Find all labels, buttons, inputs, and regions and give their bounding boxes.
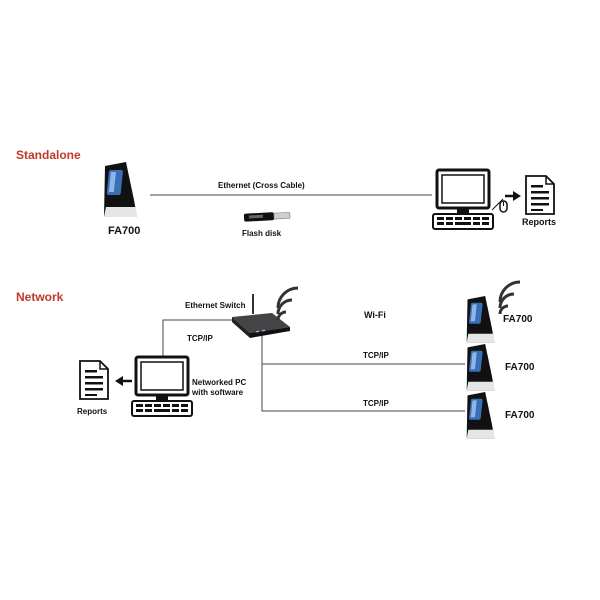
network-reports-label: Reports bbox=[77, 407, 108, 416]
flash-disk-label: Flash disk bbox=[242, 229, 282, 238]
standalone-reports-label: Reports bbox=[522, 217, 556, 227]
fa700-device-icon bbox=[104, 162, 137, 217]
fa700-label-2: FA700 bbox=[505, 362, 535, 373]
arrow-left-icon bbox=[115, 376, 132, 386]
usb-flash-drive-icon bbox=[243, 212, 291, 222]
arrow-right-icon bbox=[505, 191, 521, 201]
networked-pc-label-line1: Networked PC bbox=[192, 378, 246, 387]
network-report-document-icon bbox=[79, 360, 109, 400]
standalone-device-label: FA700 bbox=[108, 225, 140, 237]
fa700-device-icon-3 bbox=[466, 392, 495, 439]
ethernet-switch-label: Ethernet Switch bbox=[185, 301, 246, 310]
computer-icon bbox=[431, 168, 495, 231]
fa700-device-icon-2 bbox=[466, 344, 495, 391]
device-wifi-icon bbox=[498, 280, 522, 316]
cross-cable-label: Ethernet (Cross Cable) bbox=[218, 181, 305, 190]
pc-link-label: TCP/IP bbox=[187, 334, 213, 343]
ethernet-switch-icon bbox=[232, 294, 290, 338]
fa700-label-3: FA700 bbox=[505, 410, 535, 421]
fa700-label-1: FA700 bbox=[503, 314, 533, 325]
report-document-icon bbox=[525, 175, 555, 215]
tcpip-label-3: TCP/IP bbox=[363, 399, 389, 408]
switch-wifi-icon bbox=[276, 286, 300, 322]
networked-pc-icon bbox=[130, 355, 194, 418]
tcpip-label-2: TCP/IP bbox=[363, 351, 389, 360]
wifi-label: Wi-Fi bbox=[364, 310, 386, 320]
fa700-device-icon-1 bbox=[466, 296, 495, 343]
standalone-section-title: Standalone bbox=[16, 148, 81, 162]
network-section-title: Network bbox=[16, 290, 64, 304]
networked-pc-label-line2: with software bbox=[191, 388, 244, 397]
network-link-lines bbox=[162, 319, 465, 412]
mouse-icon bbox=[491, 198, 508, 213]
